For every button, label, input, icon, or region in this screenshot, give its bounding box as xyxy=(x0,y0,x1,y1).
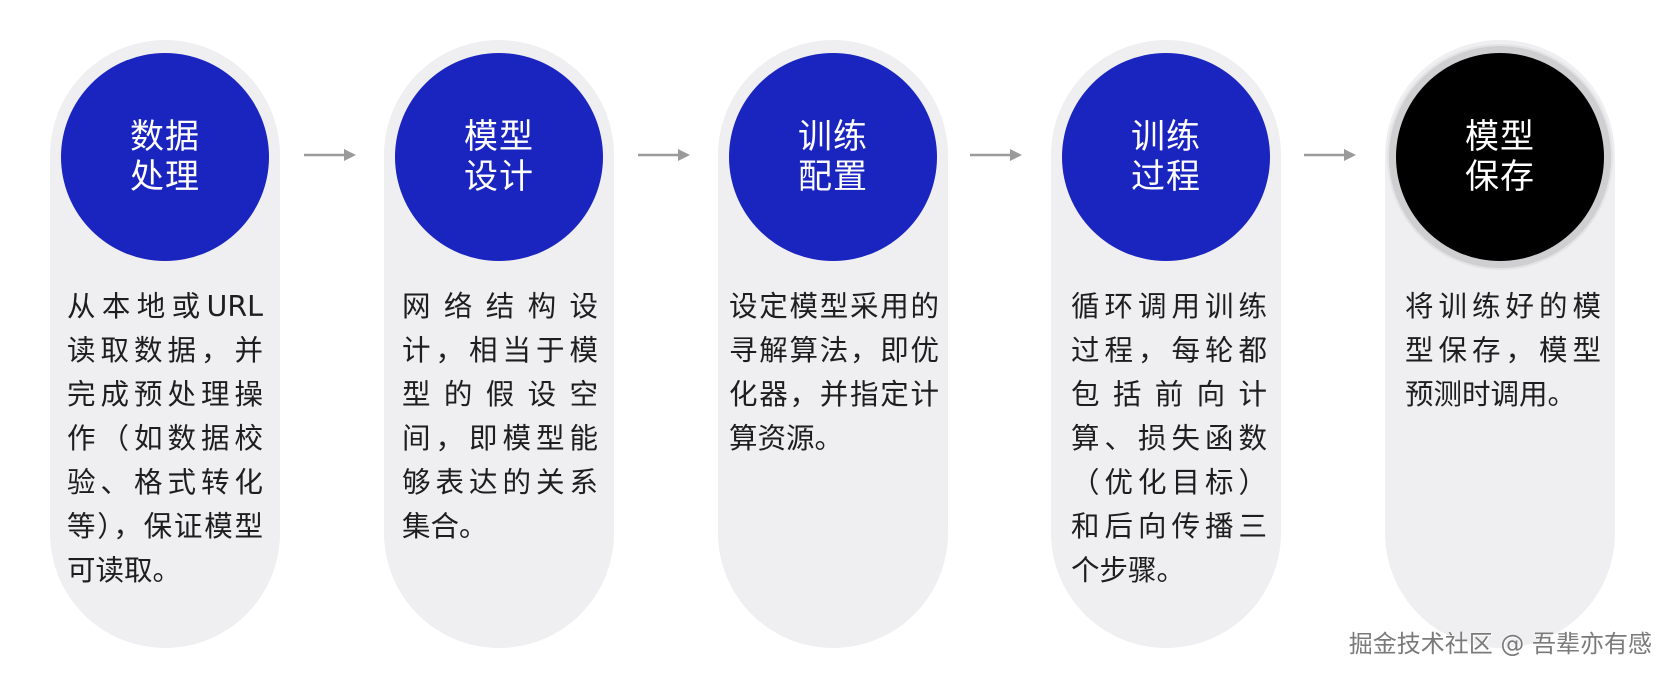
step-3-circle: 训练配置 xyxy=(729,53,937,261)
step-3-title: 训练配置 xyxy=(798,117,868,197)
step-1-title: 数据处理 xyxy=(130,117,200,197)
step-1-circle: 数据处理 xyxy=(61,53,269,261)
step-4-description: 循环调用训练过程，每轮都包括前向计算、损失函数（优化目标）和后向传播三个步骤。 xyxy=(1071,290,1267,587)
step-3-description: 设定模型采用的寻解算法，即优化器，并指定计算资源。 xyxy=(729,290,939,455)
arrow-right-icon xyxy=(970,149,1022,161)
step-5-description: 将训练好的模型保存，模型预测时调用。 xyxy=(1405,290,1601,411)
step-5-circle: 模型保存 xyxy=(1396,53,1604,261)
step-2-title: 模型设计 xyxy=(464,117,534,197)
step-2-description: 网络结构设计，相当于模型的假设空间，即模型能够表达的关系集合。 xyxy=(402,290,598,543)
step-1-description: 从本地或URL读取数据，并完成预处理操作（如数据校验、格式转化等），保证模型可读… xyxy=(67,290,263,587)
step-5-title: 模型保存 xyxy=(1465,117,1535,197)
arrow-right-icon xyxy=(304,149,356,161)
arrow-right-icon xyxy=(1304,149,1356,161)
step-4-title: 训练过程 xyxy=(1131,117,1201,197)
watermark: 掘金技术社区 @ 吾辈亦有感 xyxy=(1348,630,1652,658)
arrow-right-icon xyxy=(638,149,690,161)
step-4-circle: 训练过程 xyxy=(1062,53,1270,261)
step-2-circle: 模型设计 xyxy=(395,53,603,261)
